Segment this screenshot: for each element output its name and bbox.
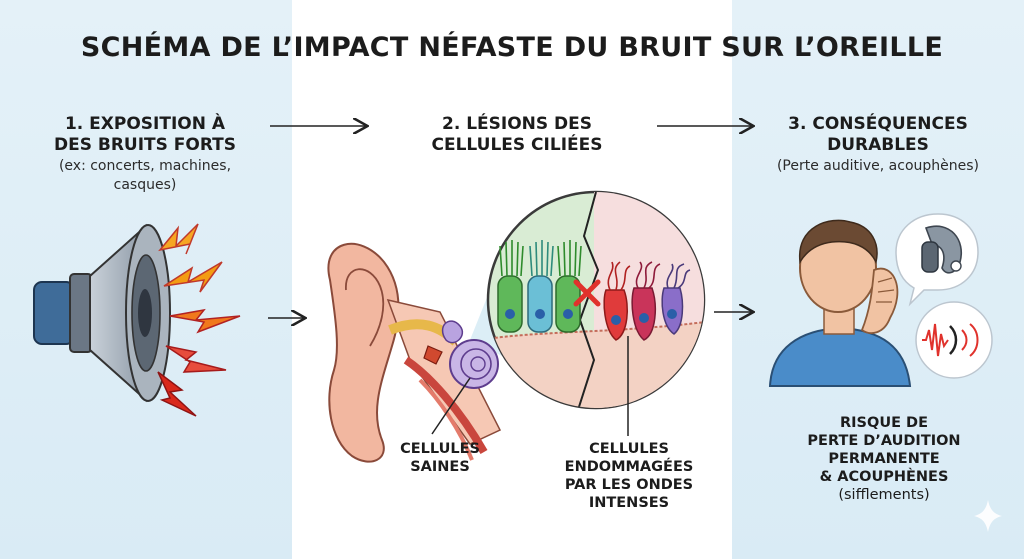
step3-heading-line1: 3. CONSÉQUENCES [788, 114, 968, 134]
label-damaged-cells: CELLULES ENDOMMAGÉES PAR LES ONDES INTEN… [554, 440, 704, 512]
label-risk-line1: RISQUE DE [840, 415, 928, 431]
speaker-icon [33, 223, 171, 403]
step2-heading: 2. LÉSIONS DES CELLULES CILIÉES [392, 114, 642, 156]
tinnitus-wave-icon [915, 301, 993, 379]
step3-heading: 3. CONSÉQUENCES DURABLES [752, 114, 1004, 156]
step1-sub-line2: casques) [113, 177, 177, 193]
healthy-leader-line [431, 377, 471, 435]
sparkle-icon [974, 500, 1002, 532]
hair-cell-icon [555, 240, 582, 333]
label-risk-line2: PERTE D’AUDITION [807, 433, 961, 449]
label-healthy-cells: CELLULES SAINES [380, 440, 500, 476]
label-risk: RISQUE DE PERTE D’AUDITION PERMANENTE & … [784, 414, 984, 504]
hearing-aid-icon [895, 213, 979, 307]
hair-cell-icon [497, 240, 524, 333]
label-healthy-line1: CELLULES [400, 441, 480, 457]
label-risk-line3: PERMANENTE [828, 451, 940, 467]
label-damaged-line3: PAR LES ONDES [564, 477, 694, 493]
step1-subtitle: (ex: concerts, machines, casques) [20, 157, 270, 195]
hair-cell-icon [603, 261, 631, 341]
label-damaged-line4: INTENSES [588, 495, 670, 511]
lightning-icon [157, 223, 241, 417]
page-title: SCHÉMA DE L’IMPACT NÉFASTE DU BRUIT SUR … [80, 32, 944, 63]
hair-cell-icon [661, 263, 691, 335]
step1-heading: 1. EXPOSITION À DES BRUITS FORTS [20, 114, 270, 156]
step3-heading-line2: DURABLES [827, 135, 929, 155]
step1-heading-line1: 1. EXPOSITION À [64, 114, 226, 134]
hair-cell-icon [527, 240, 554, 333]
step2-heading-line2: CELLULES CILIÉES [431, 135, 603, 155]
hair-cell-icon [631, 261, 661, 341]
label-damaged-line2: ENDOMMAGÉES [564, 459, 694, 475]
label-healthy-line2: SAINES [410, 459, 470, 475]
cochlea-icon [423, 320, 499, 389]
step2-heading-line1: 2. LÉSIONS DES [441, 114, 593, 134]
step3-subtitle: (Perte auditive, acouphènes) [745, 157, 1011, 176]
label-risk-line4: & ACOUPHÈNES [819, 469, 949, 485]
person-icon [768, 219, 912, 387]
step1-heading-line2: DES BRUITS FORTS [53, 135, 237, 155]
step3-sub-line1: (Perte auditive, acouphènes) [776, 158, 980, 174]
label-risk-line5: (sifflements) [838, 487, 930, 503]
cross-icon [573, 279, 601, 307]
label-damaged-line1: CELLULES [589, 441, 669, 457]
step1-sub-line1: (ex: concerts, machines, [58, 158, 232, 174]
